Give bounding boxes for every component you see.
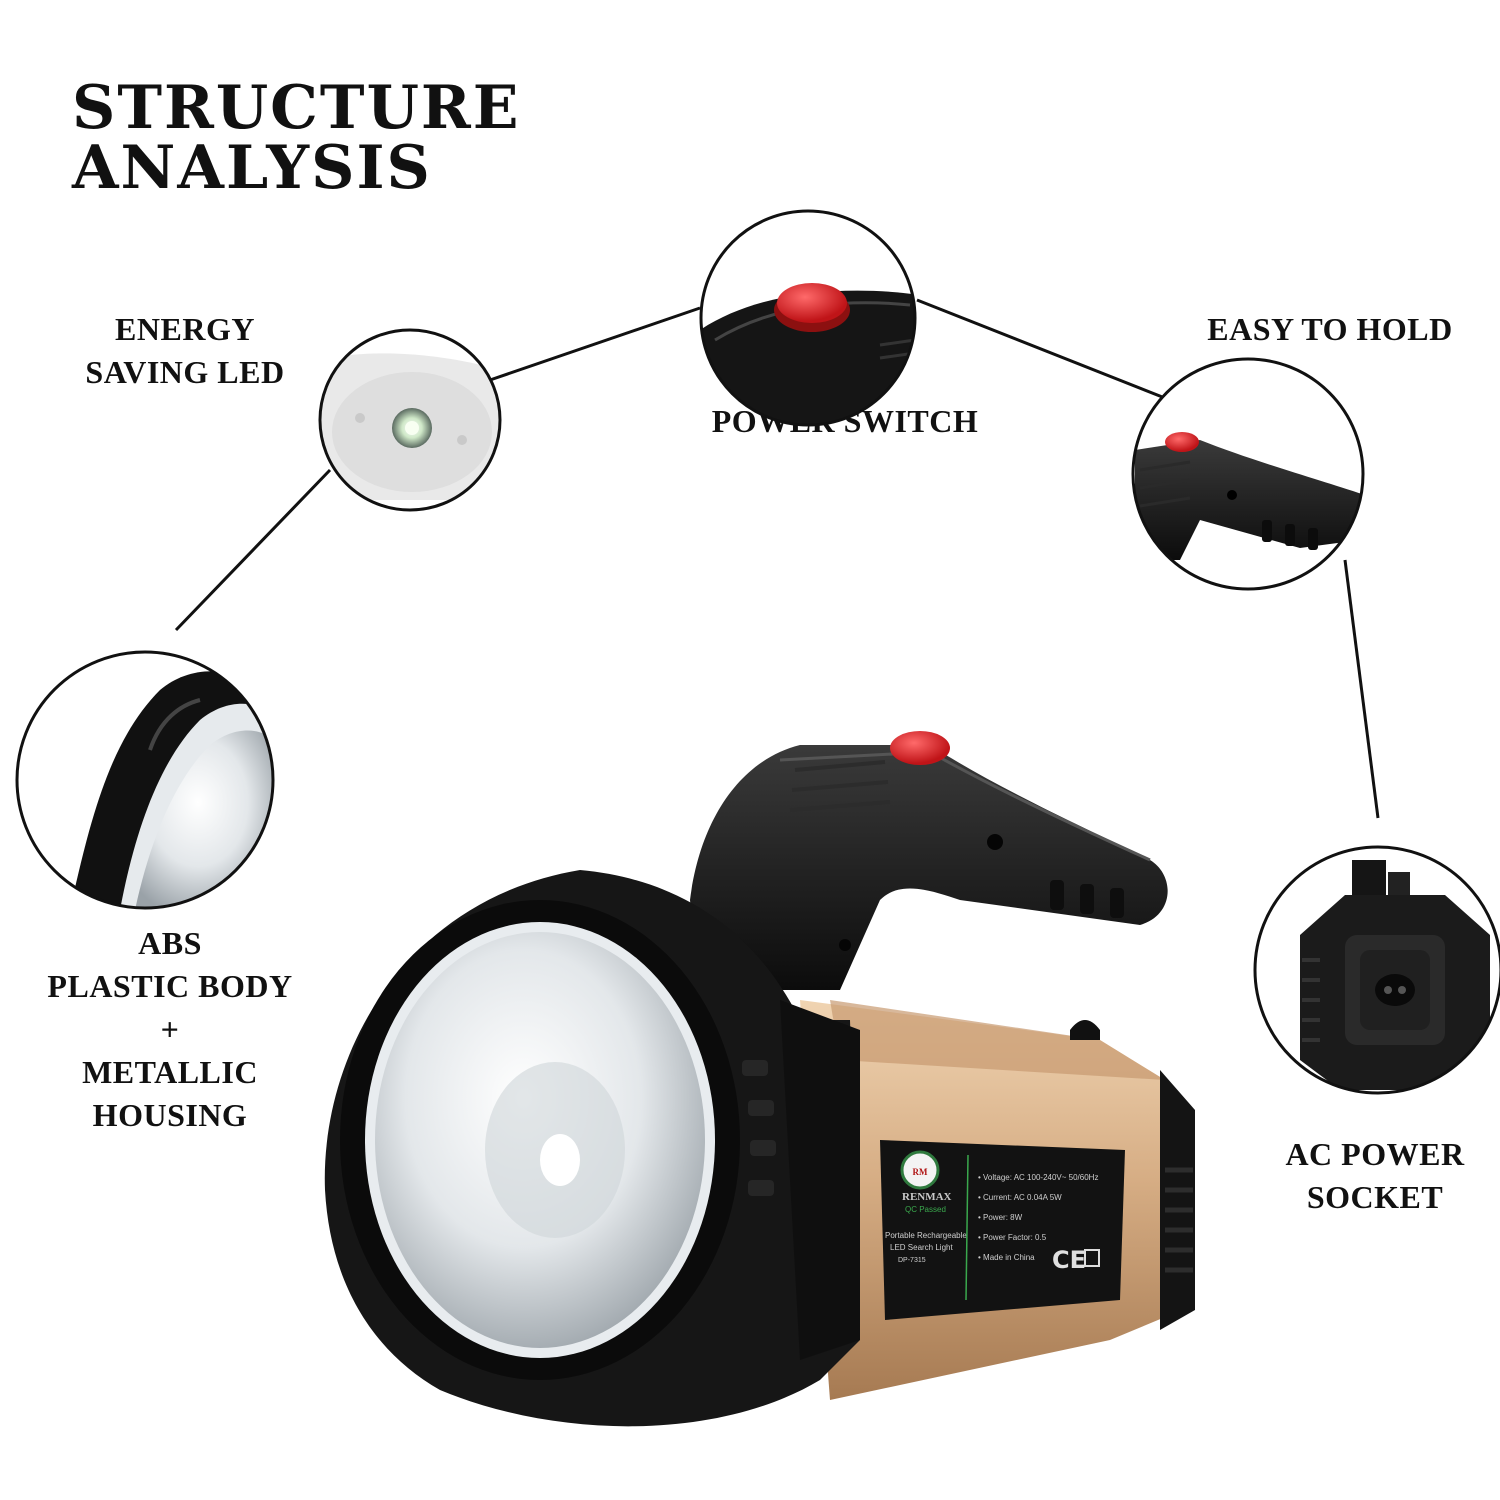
socket-port-icon	[1375, 974, 1415, 1006]
label-energy-saving-led: ENERGY SAVING LED	[85, 311, 285, 390]
svg-text:• Made in China: • Made in China	[978, 1253, 1035, 1262]
svg-text:Portable Rechargeable: Portable Rechargeable	[885, 1231, 967, 1240]
hold-button-icon	[1165, 432, 1199, 452]
power-button-icon	[777, 283, 847, 323]
brand-seal-icon	[900, 1150, 940, 1190]
label-plate: RM RENMAX QC Passed Portable Rechargeabl…	[880, 1140, 1125, 1320]
svg-text:RM: RM	[913, 1167, 928, 1177]
label-abs-plastic-body: ABS PLASTIC BODY + METALLIC HOUSING	[47, 925, 293, 1133]
connector-lines	[174, 298, 1380, 819]
page-title: STRUCTURE ANALYSIS	[72, 73, 521, 203]
svg-text:• Power: 8W: • Power: 8W	[978, 1213, 1023, 1222]
zoom-abs-plastic-body	[15, 650, 275, 910]
svg-text:• Voltage: AC 100-240V~ 50/60H: • Voltage: AC 100-240V~ 50/60Hz	[978, 1173, 1098, 1182]
label-ac-power-socket: AC POWER SOCKET	[1285, 1136, 1465, 1215]
svg-text:CE: CE	[1052, 1246, 1086, 1274]
label-easy-to-hold: EASY TO HOLD	[1207, 311, 1453, 347]
searchlight-product: RM RENMAX QC Passed Portable Rechargeabl…	[324, 731, 1195, 1427]
power-button-red	[890, 731, 950, 765]
svg-text:• Current: AC 0.04A 5W: • Current: AC 0.04A 5W	[978, 1193, 1062, 1202]
svg-text:QC Passed: QC Passed	[905, 1205, 946, 1214]
svg-text:DP-7315: DP-7315	[898, 1257, 926, 1264]
svg-text:LED Search Light: LED Search Light	[890, 1243, 953, 1252]
zoom-energy-saving-led	[318, 328, 502, 512]
zoom-easy-to-hold	[1131, 357, 1365, 591]
svg-text:• Power Factor: 0.5: • Power Factor: 0.5	[978, 1233, 1047, 1242]
zoom-ac-power-socket	[1253, 845, 1500, 1095]
svg-text:RENMAX: RENMAX	[902, 1191, 952, 1203]
zoom-power-switch	[699, 209, 917, 427]
